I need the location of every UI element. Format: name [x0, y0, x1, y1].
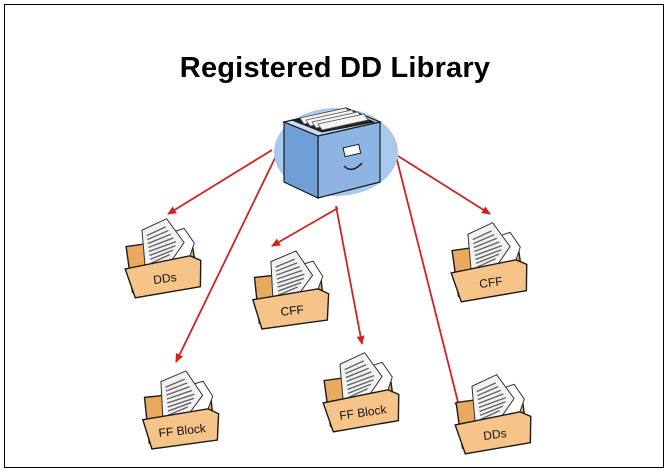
- arrow-to-ddlib-cff-2: [397, 155, 491, 215]
- folder-icon: [124, 255, 202, 299]
- arrow-to-ddlib-dds-1: [167, 149, 273, 215]
- folder-icon: [454, 411, 532, 455]
- arrow-to-ddlib-ffblock-1: [175, 155, 277, 363]
- folder-icon: [450, 259, 528, 303]
- folder-ddlib-cff-1: CFF: [251, 247, 330, 330]
- arrow-to-ddlib-cff-1: [271, 207, 339, 247]
- folder-label: CFF: [478, 274, 503, 291]
- folder-label: FF Block: [158, 421, 208, 440]
- folder-icon: [141, 408, 220, 450]
- folder-label: FF Block: [338, 402, 388, 423]
- arrow-to-ddlib-dds-2: [395, 155, 462, 411]
- arrow-group: [167, 149, 491, 411]
- folder-ddlib-ffblock-2: FF Block: [322, 348, 400, 433]
- file-cabinet-icon: [274, 107, 398, 199]
- folder-ddlib-cff-2: CFF: [450, 218, 528, 303]
- folder-label: DDs: [482, 426, 507, 443]
- folder-ddlib-ffblock-1: FF Block: [141, 367, 220, 450]
- diagram-title: Registered DD Library: [179, 52, 491, 84]
- folder-icon: [251, 288, 330, 330]
- folder-ddlib-dds-1: DDs: [124, 214, 202, 299]
- folder-icon: [322, 389, 400, 433]
- arrow-to-ddlib-ffblock-2: [335, 205, 365, 345]
- folder-ddlib-dds-2: DDs: [454, 370, 532, 455]
- folder-label: CFF: [280, 302, 305, 318]
- folder-label: DDs: [152, 270, 177, 287]
